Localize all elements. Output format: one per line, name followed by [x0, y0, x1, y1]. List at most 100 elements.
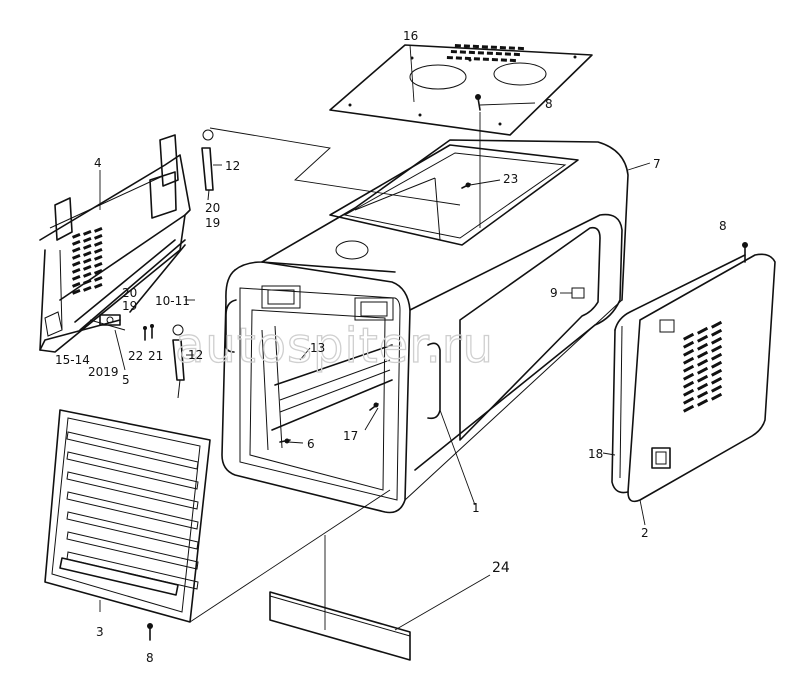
bottom-strip [269, 591, 411, 661]
vent-slot [72, 282, 81, 288]
front-grille [44, 409, 211, 641]
callout-5: 5 [122, 373, 130, 387]
callout-15-14: 15-14 [55, 353, 90, 367]
vent-slot [454, 44, 461, 48]
vent-slot [486, 51, 493, 55]
callout-20-mid: 20 [122, 286, 137, 300]
callout-22: 22 [128, 349, 143, 363]
vent-slot [710, 352, 723, 361]
vent-slot [472, 44, 479, 49]
vent-slot [94, 255, 103, 261]
callout-2: 2 [641, 526, 649, 540]
vent-slot [499, 46, 506, 50]
callout-13: 13 [310, 341, 325, 355]
left-door-assembly [39, 129, 214, 399]
callout-8-top: 8 [545, 97, 553, 111]
vent-slot [517, 46, 524, 51]
vent-slot [455, 56, 462, 60]
vent-slot [508, 46, 515, 50]
callout-8-bottom: 8 [146, 651, 154, 665]
callout-4: 4 [94, 156, 102, 170]
vent-slot [697, 326, 709, 335]
vent-slot [83, 265, 92, 271]
vent-slot [72, 289, 81, 295]
vent-slot [710, 368, 723, 377]
vent-slot [682, 404, 695, 413]
vent-slot [83, 286, 92, 292]
vent-slot [83, 258, 92, 264]
vent-slot [697, 398, 709, 407]
callout-12-top: 12 [225, 159, 240, 173]
vent-slot [94, 283, 103, 289]
vent-slot [481, 45, 488, 49]
grille-bar [66, 431, 199, 470]
vent-slot [697, 366, 709, 375]
vent-slot [72, 275, 81, 281]
vent-slot [682, 380, 695, 389]
callout-labels: 1 2 3 4 5 6 7 8 8 8 9 10-11 12 12 13 15-… [55, 29, 727, 665]
callout-24: 24 [492, 560, 510, 576]
callout-19-top: 19 [205, 216, 220, 230]
vent-slot [710, 328, 723, 337]
callout-23: 23 [503, 172, 518, 186]
vent-slot [495, 51, 502, 56]
leader-lines [99, 44, 651, 631]
callout-17: 17 [343, 429, 358, 443]
vent-slot [446, 56, 453, 60]
vent-slot [490, 45, 497, 49]
vent-slot [682, 364, 695, 373]
vent-slot [83, 230, 92, 236]
vent-slot [83, 244, 92, 250]
vent-slot [463, 44, 470, 48]
vent-slot [72, 233, 81, 239]
grille-bar [66, 491, 199, 530]
vent-slot [697, 334, 709, 343]
watermark: autospiter.ru [175, 318, 494, 374]
vent-slot [72, 247, 81, 253]
vent-slot [513, 52, 520, 57]
grille-bar [66, 531, 199, 570]
vent-slot [71, 254, 81, 260]
right-side-door [611, 242, 776, 503]
vent-slot [473, 57, 480, 61]
grille-bar [66, 511, 199, 550]
grille-bar [66, 551, 199, 590]
vent-slot [94, 234, 103, 240]
vent-slot [482, 57, 489, 61]
vent-slot [710, 392, 723, 401]
callout-16: 16 [403, 29, 418, 43]
callout-2019: 2019 [88, 365, 119, 379]
vent-slot [682, 356, 695, 365]
vent-slot [83, 272, 92, 278]
vent-slot [83, 237, 92, 243]
vent-slot [94, 241, 103, 247]
grille-bar [66, 471, 199, 510]
vent-slot [682, 332, 695, 341]
vent-slot [710, 320, 723, 329]
vent-slot [697, 390, 709, 399]
vent-slot [94, 269, 103, 275]
vent-slot [83, 279, 92, 285]
vent-slot [94, 262, 103, 268]
callout-9: 9 [550, 286, 558, 300]
callout-3: 3 [96, 625, 104, 639]
vent-slot [711, 376, 723, 385]
vent-slot [710, 344, 723, 353]
vent-slot [710, 336, 723, 345]
callout-1: 1 [472, 501, 480, 515]
callout-21: 21 [148, 349, 163, 363]
vent-slot [697, 342, 709, 351]
vent-slot [72, 240, 81, 246]
vent-slot [682, 348, 695, 357]
callout-7: 7 [653, 157, 661, 171]
vent-slot [94, 248, 103, 254]
grille-bar [66, 451, 199, 490]
vent-slot [94, 227, 103, 233]
vent-slot [697, 350, 709, 359]
vent-slot [697, 382, 709, 391]
vent-slot [83, 251, 92, 257]
vent-slot [696, 374, 709, 383]
callout-18: 18 [588, 447, 603, 461]
callout-8-right: 8 [719, 219, 727, 233]
